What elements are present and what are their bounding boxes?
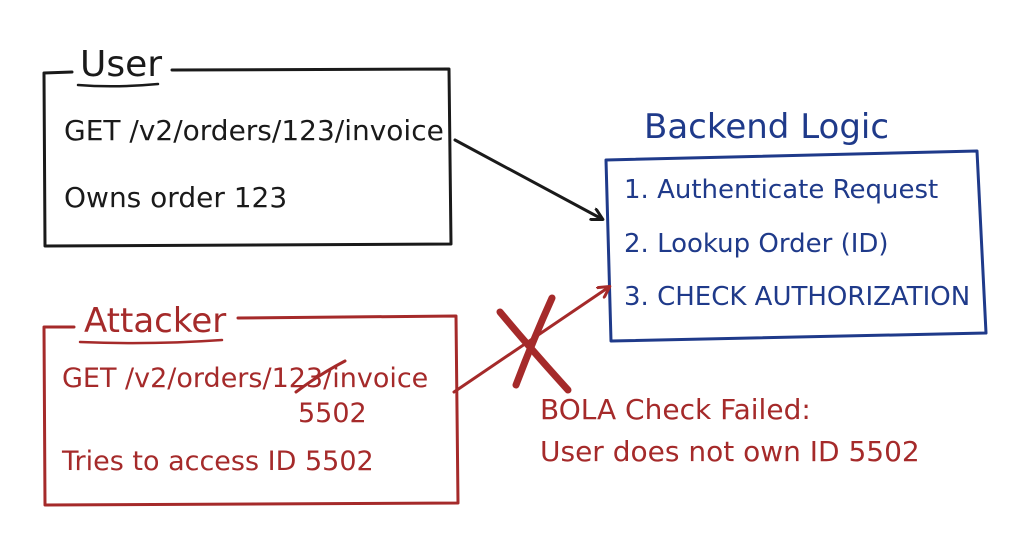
attacker-request-suffix: /invoice — [323, 363, 429, 394]
attacker-replacement-id: 5502 — [298, 398, 367, 429]
attacker-request-text: GET /v2/orders/123/invoice — [62, 365, 428, 392]
backend-box — [604, 149, 988, 343]
user-request-arrow — [453, 138, 602, 219]
attacker-request-prefix: GET /v2/orders/ — [62, 363, 272, 394]
backend-step-authorization: 3. CHECK AUTHORIZATION — [624, 282, 971, 312]
attacker-title: Attacker — [84, 301, 227, 341]
user-title: User — [80, 44, 163, 85]
attacker-request-struck-id: 123 — [271, 363, 324, 394]
user-note-text: Owns order 123 — [64, 181, 288, 214]
backend-step-lookup: 2. Lookup Order (ID) — [624, 229, 889, 259]
blocked-x-icon — [496, 294, 572, 394]
attacker-box — [42, 314, 460, 507]
attacker-title-underline — [78, 338, 224, 345]
backend-title: Backend Logic — [644, 107, 890, 147]
attacker-note-text: Tries to access ID 5502 — [62, 446, 374, 477]
failure-title: BOLA Check Failed: — [540, 393, 811, 426]
failure-detail: User does not own ID 5502 — [540, 435, 920, 468]
user-request-text: GET /v2/orders/123/invoice — [64, 114, 444, 147]
user-box — [42, 67, 453, 248]
user-title-underline — [76, 82, 160, 88]
strikethrough-mark — [294, 359, 347, 394]
backend-step-authenticate: 1. Authenticate Request — [624, 175, 939, 205]
